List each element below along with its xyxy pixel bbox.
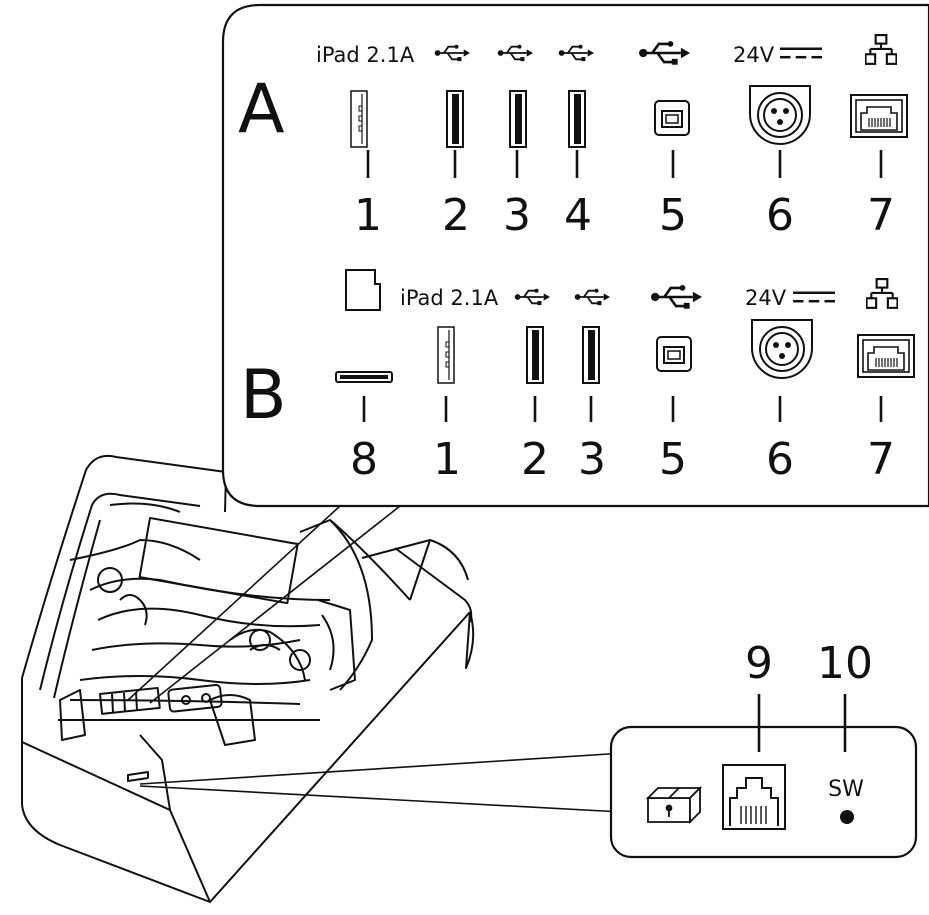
port-number: 3	[578, 434, 606, 485]
bottom-callout-panel	[609, 725, 918, 859]
panel-b-ipad-label: iPad 2.1A	[400, 286, 499, 310]
sd-card-icon	[345, 269, 381, 311]
port-number: 8	[350, 434, 378, 485]
port-number: 7	[867, 434, 895, 485]
usb-a-port	[582, 326, 600, 384]
ipad-usb-port	[437, 326, 455, 384]
port-number: 7	[867, 190, 895, 241]
port-number: 9	[745, 638, 773, 689]
microsd-slot	[335, 371, 393, 383]
dc-power-port	[749, 85, 811, 145]
panel-a-voltage-label: 24V	[733, 43, 775, 67]
drawer-kick-port	[722, 764, 786, 830]
callout-panel-ab	[221, 3, 929, 508]
drawer-kick-icon	[645, 785, 703, 825]
bottom-callout: 9 10 SW	[609, 638, 918, 859]
port-number: 5	[659, 434, 687, 485]
switch-label: SW	[828, 777, 864, 802]
ipad-usb-port	[350, 90, 368, 148]
port-number: 2	[442, 190, 470, 241]
port-number: 3	[503, 190, 531, 241]
panel-a-ticks	[366, 150, 883, 178]
port-number: 10	[817, 638, 873, 689]
ethernet-port	[850, 94, 908, 138]
port-number: 1	[433, 434, 461, 485]
usb-a-port	[446, 90, 464, 148]
port-number: 5	[659, 190, 687, 241]
usb-b-port	[656, 336, 692, 372]
port-number: 6	[766, 190, 794, 241]
panel-b: B iPad 2.1A 24V 8 1 2 3 5	[240, 269, 915, 485]
bottom-ticks	[757, 694, 847, 752]
usb-b-port	[654, 100, 690, 136]
panel-b-letter: B	[240, 356, 287, 435]
printer-illustration	[21, 454, 475, 903]
switch-button[interactable]	[840, 810, 854, 824]
usb-a-port	[568, 90, 586, 148]
usb-a-port	[526, 326, 544, 384]
ethernet-port	[857, 334, 915, 378]
port-number: 4	[564, 190, 592, 241]
port-number: 6	[766, 434, 794, 485]
panel-a: A iPad 2.1A 24V 1 2 3 4 5 6 7	[238, 34, 908, 241]
leader-lines	[127, 505, 641, 813]
port-number: 2	[521, 434, 549, 485]
panel-b-ticks	[362, 396, 883, 422]
panel-a-ipad-label: iPad 2.1A	[316, 43, 415, 67]
port-number: 1	[354, 190, 382, 241]
usb-a-port	[509, 90, 527, 148]
panel-b-voltage-label: 24V	[745, 286, 787, 310]
dc-power-port	[751, 319, 813, 379]
panel-a-letter: A	[238, 70, 285, 149]
